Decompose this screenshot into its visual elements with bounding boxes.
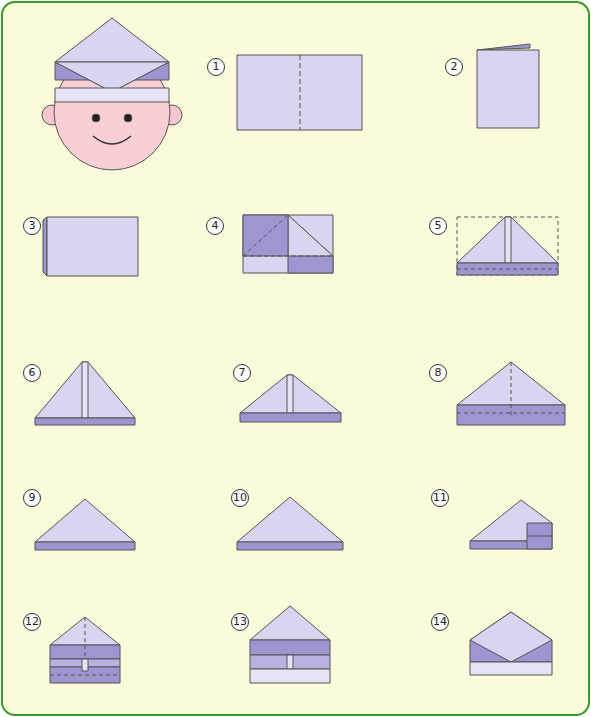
callout-number: 4	[206, 217, 224, 235]
callout-number: 10	[231, 489, 249, 507]
callout-number: 2	[445, 58, 463, 76]
callout-number: 12	[23, 613, 41, 631]
callout-number: 8	[429, 364, 447, 382]
callout-number: 9	[23, 489, 41, 507]
callout-number: 13	[231, 613, 249, 631]
callout-number: 14	[431, 613, 449, 631]
callout-number: 7	[233, 364, 251, 382]
callout-number: 6	[23, 364, 41, 382]
callout-number: 11	[431, 489, 449, 507]
callout-number: 5	[429, 217, 447, 235]
callout-number: 1	[207, 58, 225, 76]
callout-number: 3	[23, 217, 41, 235]
